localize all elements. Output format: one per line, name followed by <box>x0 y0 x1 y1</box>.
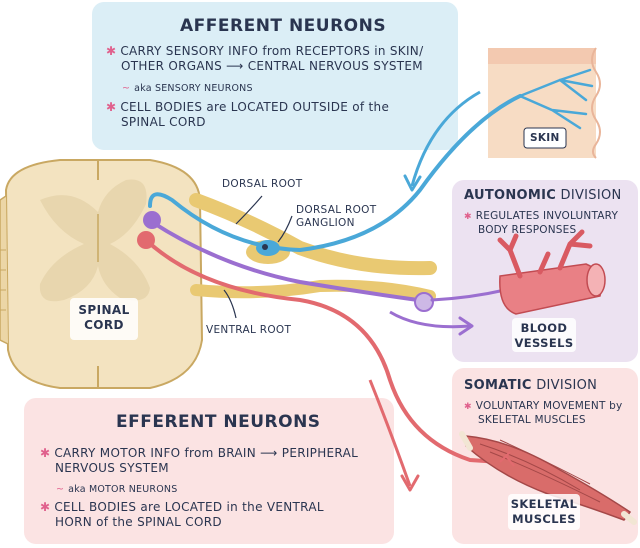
dorsal-root-label: DORSAL ROOT <box>222 178 303 190</box>
efferent-bullet-2-line-2: HORN of the SPINAL CORD <box>55 515 222 529</box>
afferent-title: AFFERENT NEURONS <box>180 16 387 36</box>
asterisk-icon: ✱ <box>464 212 472 222</box>
skeletal-muscles-label: SKELETAL MUSCLES <box>508 497 580 527</box>
spinal-cord-line-1: SPINAL <box>78 303 130 317</box>
autonomic-neuron <box>143 211 507 336</box>
afferent-bullet-2-line-1: CELL BODIES are LOCATED OUTSIDE of the <box>120 100 390 114</box>
afferent-bullet-1-line-2: OTHER ORGANS ⟶ CENTRAL NERVOUS SYSTEM <box>121 59 423 73</box>
dorsal-root-ganglion-line-2: GANGLION <box>296 217 355 229</box>
afferent-bullet-1: ✱CARRY SENSORY INFO from RECEPTORS in SK… <box>106 44 423 74</box>
afferent-panel <box>92 2 458 150</box>
skeletal-muscles-line-1: SKELETAL <box>510 497 578 511</box>
afferent-bullet-1-line-1: CARRY SENSORY INFO from RECEPTORS in SKI… <box>120 44 424 58</box>
asterisk-icon: ✱ <box>40 500 51 514</box>
autonomic-desc-line-2: BODY RESPONSES <box>478 224 577 236</box>
somatic-title-rest: DIVISION <box>536 378 598 393</box>
efferent-neuron <box>137 231 502 492</box>
efferent-bullet-2: ✱CELL BODIES are LOCATED in the VENTRAL … <box>40 500 324 530</box>
afferent-aka-text: aka SENSORY NEURONS <box>134 83 253 94</box>
skin-label: SKIN <box>530 132 560 144</box>
efferent-bullet-2-line-1: CELL BODIES are LOCATED in the VENTRAL <box>54 500 324 514</box>
afferent-aka: ~aka SENSORY NEURONS <box>122 83 253 94</box>
dorsal-root-ganglion-line-1: DORSAL ROOT <box>296 204 377 216</box>
asterisk-icon: ✱ <box>40 446 51 460</box>
dorsal-root-ganglion-label: DORSAL ROOT GANGLION <box>296 204 376 230</box>
efferent-aka-text: aka MOTOR NEURONS <box>68 484 178 495</box>
autonomic-title-rest: DIVISION <box>560 188 622 203</box>
somatic-desc: ✱VOLUNTARY MOVEMENT by SKELETAL MUSCLES <box>464 400 622 427</box>
autonomic-title-strong: AUTONOMIC <box>464 188 557 203</box>
autonomic-desc-line-1: REGULATES INVOLUNTARY <box>475 210 619 222</box>
somatic-desc-line-2: SKELETAL MUSCLES <box>478 414 586 426</box>
asterisk-icon: ✱ <box>106 100 117 114</box>
somatic-title: SOMATIC DIVISION <box>464 378 597 393</box>
efferent-bullet-1-line-1: CARRY MOTOR INFO from BRAIN ⟶ PERIPHERAL <box>54 446 359 460</box>
afferent-bullet-2: ✱CELL BODIES are LOCATED OUTSIDE of the … <box>106 100 389 130</box>
spinal-cord-illustration <box>0 159 204 389</box>
asterisk-icon: ✱ <box>106 44 117 58</box>
efferent-bullet-1: ✱CARRY MOTOR INFO from BRAIN ⟶ PERIPHERA… <box>40 446 358 476</box>
efferent-panel <box>24 398 394 544</box>
spinal-cord-label: SPINAL CORD <box>70 303 138 333</box>
skeletal-muscles-line-2: MUSCLES <box>512 512 576 526</box>
somatic-title-strong: SOMATIC <box>464 378 532 393</box>
efferent-title: EFFERENT NEURONS <box>116 412 321 432</box>
ventral-root-label: VENTRAL ROOT <box>206 324 292 336</box>
autonomic-desc: ✱REGULATES INVOLUNTARY BODY RESPONSES <box>464 210 618 237</box>
autonomic-title: AUTONOMIC DIVISION <box>464 188 622 203</box>
blood-vessels-label: BLOOD VESSELS <box>512 321 576 351</box>
blood-vessels-line-1: BLOOD <box>520 321 568 335</box>
blood-vessel-illustration <box>497 229 606 352</box>
somatic-desc-line-1: VOLUNTARY MOVEMENT by <box>475 400 623 412</box>
skeletal-muscle-illustration <box>459 431 637 530</box>
spinal-cord-line-2: CORD <box>84 318 124 332</box>
efferent-bullet-1-line-2: NERVOUS SYSTEM <box>55 461 169 475</box>
efferent-aka: ~aka MOTOR NEURONS <box>56 484 178 495</box>
asterisk-icon: ✱ <box>464 402 472 412</box>
blood-vessels-line-2: VESSELS <box>514 336 574 350</box>
afferent-bullet-2-line-2: SPINAL CORD <box>121 115 206 129</box>
afferent-neuron <box>148 68 594 256</box>
